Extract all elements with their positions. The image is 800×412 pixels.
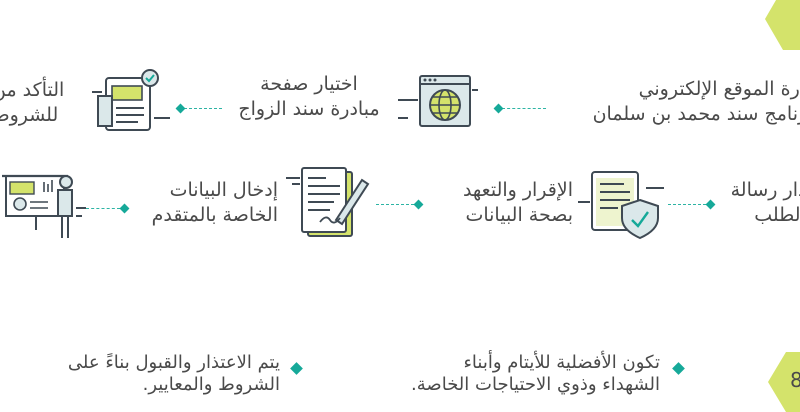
checklist-document-icon — [92, 69, 170, 131]
note-bullet — [290, 362, 303, 375]
connector — [86, 203, 130, 214]
connector — [175, 103, 222, 114]
presentation-icon — [2, 174, 86, 238]
note-bullet — [672, 362, 685, 375]
step-visit-site-label: زيارة الموقع الإلكتروني لبرنامج سند محمد… — [592, 78, 800, 125]
step-issue-request-label: إصدار رسالة الطلب — [730, 179, 800, 226]
step-enter-data-label: إدخال البيانات الخاصة بالمتقدم — [151, 179, 278, 226]
step-acknowledge-label: الإقرار والتعهد بصحة البيانات — [462, 179, 573, 226]
bottom-right-digit: 8 — [790, 368, 800, 392]
connector — [376, 199, 424, 210]
browser-globe-icon — [398, 75, 478, 127]
note-acceptance: يتم الاعتذار والقبول بناءً على الشروط وا… — [67, 352, 280, 395]
step-select-page-label: اختيار صفحة مبادرة سند الزواج — [238, 73, 380, 120]
form-pen-icon — [286, 167, 370, 237]
note-priority: تكون الأفضلية للأيتام وأبناء الشهداء وذو… — [411, 352, 660, 395]
shield-document-icon — [578, 171, 664, 240]
connector — [493, 103, 546, 114]
connector — [668, 199, 716, 210]
top-right-hexagon — [765, 0, 800, 50]
bottom-right-hexagon — [768, 352, 800, 412]
step-verify-conditions-label: التأكد من للشروط — [0, 79, 65, 126]
